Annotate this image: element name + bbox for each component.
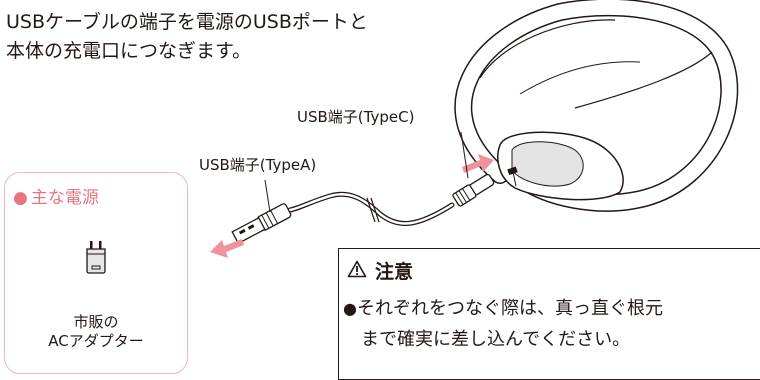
power-source-bullet: ●	[13, 188, 28, 208]
power-source-box: ●主な電源 市販の ACアダプター	[4, 172, 188, 374]
caution-text: ●それぞれをつなぐ際は、真っ直ぐ根元 まで確実に差し込んでください。	[343, 293, 663, 355]
typec-leader-line	[460, 131, 469, 179]
ac-adapter-label-line-2: ACアダプター	[48, 332, 144, 350]
usb-typec-label: USB端子(TypeC)	[297, 108, 415, 126]
intro-line-2: 本体の充電口につなぎます。	[6, 40, 252, 62]
usb-typea-label: USB端子(TypeA)	[199, 156, 317, 174]
usb-typea-connector	[231, 203, 292, 245]
intro-text: USBケーブルの端子を電源のUSBポートと 本体の充電口につなぎます。	[6, 8, 368, 66]
ac-adapter-label: 市販の ACアダプター	[5, 313, 187, 351]
caution-bullet: ●	[343, 299, 357, 318]
insert-arrow-typec	[462, 154, 494, 173]
power-source-title-text: 主な電源	[30, 188, 99, 208]
intro-line-1: USBケーブルの端子を電源のUSBポートと	[6, 11, 368, 33]
ac-adapter-label-line-1: 市販の	[73, 313, 119, 331]
caution-box: 注意 ●それぞれをつなぐ際は、真っ直ぐ根元 まで確実に差し込んでください。	[338, 248, 760, 380]
power-source-title: ●主な電源	[13, 183, 99, 208]
caution-header: 注意	[347, 257, 413, 284]
ac-adapter-icon	[84, 240, 108, 278]
neckband-device	[454, 0, 739, 212]
caution-title: 注意	[375, 261, 414, 283]
warning-triangle-icon	[347, 260, 367, 282]
caution-line-1: それぞれをつなぐ際は、真っ直ぐ根元	[356, 298, 663, 319]
insert-arrow-typea	[210, 239, 244, 258]
usb-typec-connector	[452, 173, 495, 207]
caution-line-2: まで確実に差し込んでください。	[361, 329, 631, 350]
connection-diagram	[210, 0, 739, 258]
typea-leader-line	[264, 179, 271, 213]
